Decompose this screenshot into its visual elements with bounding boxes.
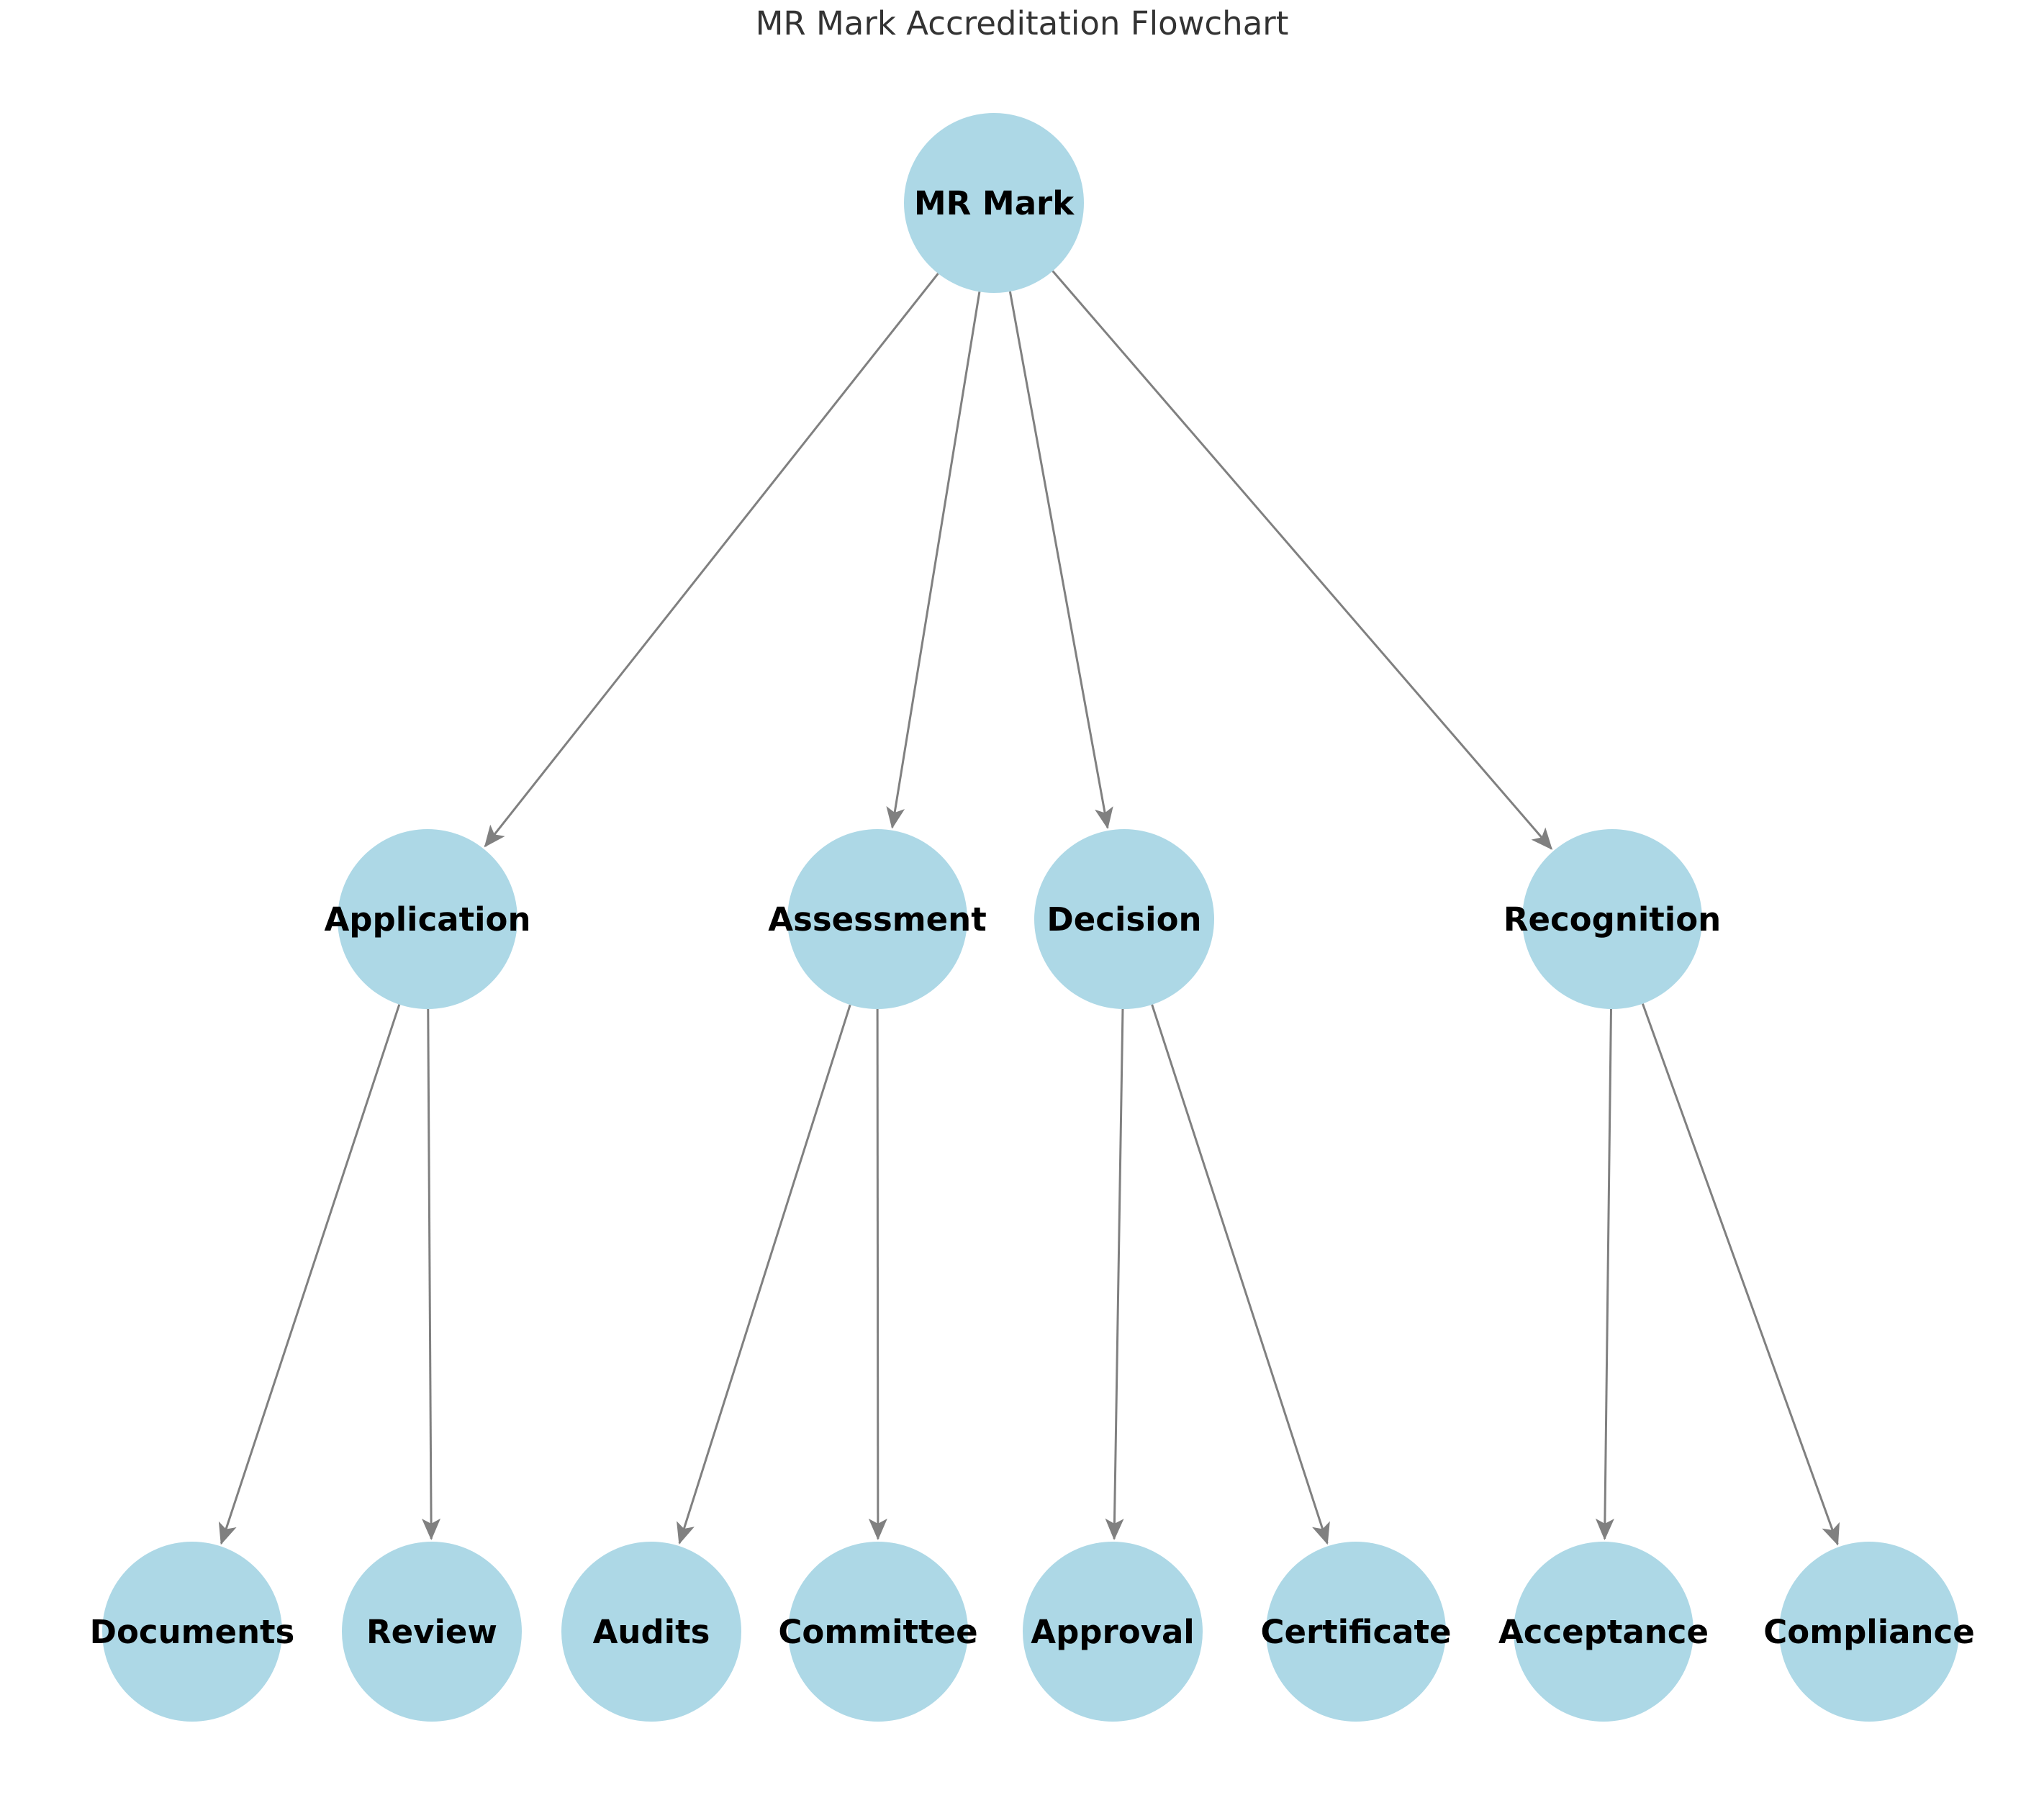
node-circle-mr-mark	[904, 113, 1084, 293]
node-certificate: Certificate	[1260, 1542, 1452, 1722]
node-circle-recognition	[1522, 829, 1702, 1009]
node-circle-compliance	[1779, 1542, 1959, 1722]
node-review: Review	[342, 1542, 522, 1722]
node-circle-approval	[1023, 1542, 1203, 1722]
node-acceptance: Acceptance	[1498, 1542, 1709, 1722]
node-label-documents: Documents	[90, 1613, 295, 1651]
node-label-acceptance: Acceptance	[1498, 1613, 1709, 1651]
edge-recognition-to-compliance	[1641, 1003, 1840, 1546]
node-label-assessment: Assessment	[768, 900, 986, 939]
node-circle-committee	[788, 1542, 968, 1722]
node-decision: Decision	[1034, 829, 1214, 1009]
node-label-approval: Approval	[1031, 1613, 1194, 1651]
node-approval: Approval	[1023, 1542, 1203, 1722]
node-circle-review	[342, 1542, 522, 1722]
edge-assessment-to-committee	[868, 1008, 887, 1540]
edges-layer	[218, 270, 1840, 1546]
node-circle-decision	[1034, 829, 1214, 1009]
edge-mr-mark-to-application	[484, 273, 939, 848]
node-label-committee: Committee	[778, 1613, 977, 1651]
node-label-review: Review	[366, 1613, 497, 1651]
node-committee: Committee	[778, 1542, 978, 1722]
node-audits: Audits	[561, 1542, 741, 1722]
node-mr-mark: MR Mark	[904, 113, 1084, 293]
node-label-recognition: Recognition	[1503, 900, 1721, 939]
edge-decision-to-certificate	[1151, 1004, 1330, 1545]
node-circle-assessment	[787, 829, 967, 1009]
node-label-decision: Decision	[1046, 900, 1201, 939]
node-circle-application	[338, 829, 517, 1009]
diagram-title: MR Mark Accreditation Flowchart	[755, 4, 1289, 42]
edge-mr-mark-to-decision	[1008, 291, 1113, 830]
node-recognition: Recognition	[1503, 829, 1721, 1009]
edge-recognition-to-acceptance	[1595, 1008, 1614, 1541]
edge-application-to-review	[422, 1008, 441, 1541]
edge-mr-mark-to-recognition	[1052, 270, 1553, 850]
node-label-application: Application	[324, 900, 530, 939]
node-assessment: Assessment	[768, 829, 987, 1009]
node-circle-acceptance	[1514, 1542, 1693, 1722]
node-circle-certificate	[1266, 1542, 1446, 1722]
node-label-audits: Audits	[593, 1613, 710, 1651]
edge-mr-mark-to-assessment	[886, 291, 981, 829]
node-circle-documents	[102, 1542, 282, 1722]
node-label-mr-mark: MR Mark	[914, 184, 1075, 222]
node-circle-audits	[561, 1542, 741, 1722]
node-label-compliance: Compliance	[1763, 1613, 1975, 1651]
edge-assessment-to-audits	[677, 1004, 851, 1545]
node-application: Application	[324, 829, 531, 1009]
node-documents: Documents	[90, 1542, 295, 1722]
edge-decision-to-approval	[1105, 1008, 1124, 1541]
node-label-certificate: Certificate	[1260, 1613, 1451, 1651]
edge-application-to-documents	[218, 1004, 401, 1545]
node-compliance: Compliance	[1763, 1542, 1975, 1722]
